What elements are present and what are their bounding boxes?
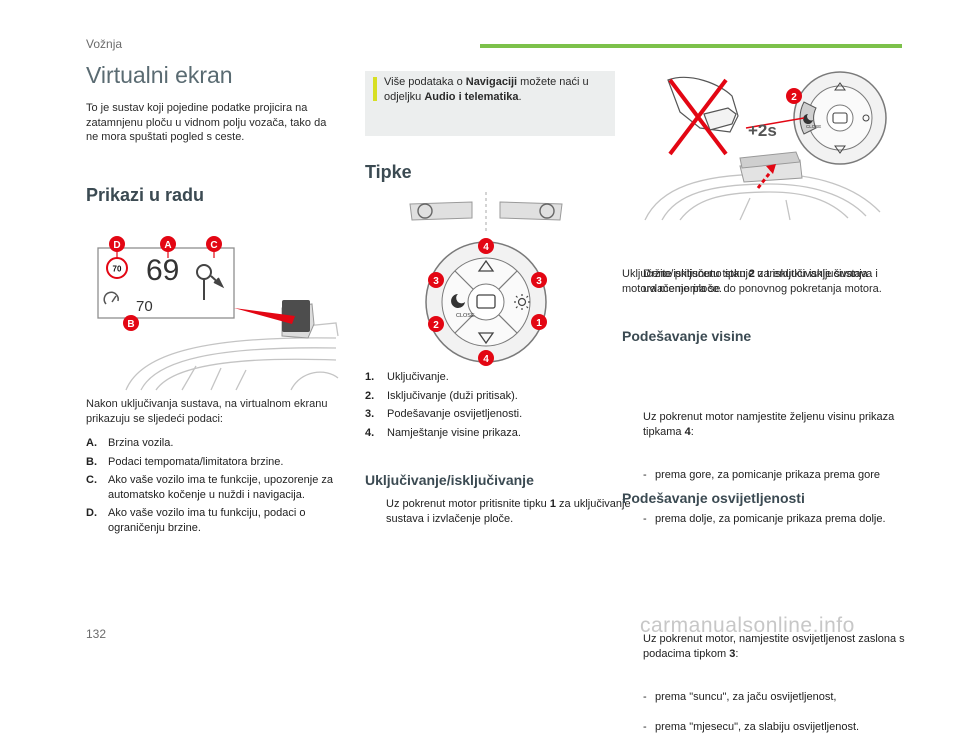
list-item-text: Namještanje visine prikaza. — [387, 427, 521, 439]
page-title: Virtualni ekran — [86, 62, 233, 89]
on-instruction: Uz pokrenut motor pritisnite tipku 1 za … — [365, 497, 636, 526]
list-item-text: Podaci tempomata/limitatora brzine. — [108, 456, 283, 468]
svg-text:D: D — [113, 240, 120, 251]
list-item-text: Ako vaše vozilo ima tu funkciju, podaci … — [108, 507, 306, 534]
brightness-option-moon: -prema "mjesecu", za slabiju osvijetljen… — [622, 720, 925, 734]
svg-text:2: 2 — [791, 92, 797, 103]
hud-display-figure: 70 69 70 D A C B — [86, 228, 344, 394]
memory-note: Uključeno/isključeno stanje u trenutku i… — [622, 267, 892, 296]
list-item-key: 3. — [365, 407, 374, 422]
svg-text:4: 4 — [483, 242, 489, 253]
brightness-option-sun: -prema "suncu", za jaču osvijetljenost, — [622, 690, 925, 705]
list-item-key: D. — [86, 506, 97, 521]
rearview-mirrors — [410, 192, 562, 232]
callout-c: C — [206, 236, 222, 252]
list-item: 1. Uključivanje. — [365, 370, 615, 385]
list-item-key: A. — [86, 436, 97, 451]
callout-b: B — [123, 315, 139, 331]
svg-text:A: A — [164, 240, 171, 251]
intro-text: To je sustav koji pojedine podatke proji… — [86, 101, 341, 145]
height-option-down: -prema dolje, za pomicanje prikaza prema… — [622, 512, 925, 527]
heading-displays: Prikazi u radu — [86, 185, 204, 206]
svg-text:70: 70 — [113, 265, 122, 274]
svg-text:C: C — [210, 240, 217, 251]
list-item: 2. Isključivanje (duži pritisak). — [365, 389, 615, 404]
callout-4-top: 4 — [478, 238, 494, 254]
svg-text:1: 1 — [536, 318, 542, 329]
list-item: D. Ako vaše vozilo ima tu funkciju, podac… — [86, 506, 341, 535]
list-item: 3. Podešavanje osvijetljenosti. — [365, 407, 615, 422]
displays-description: Nakon uključivanja sustava, na virtualno… — [86, 397, 341, 426]
watermark: carmanualsonline.info — [640, 614, 855, 638]
callout-4-bottom: 4 — [478, 350, 494, 366]
info-text: Više podataka o Navigaciji možete naći u… — [384, 75, 609, 104]
list-item-text: Uključivanje. — [387, 371, 449, 383]
list-item-text: Brzina vozila. — [108, 437, 173, 449]
speed-value: 69 — [146, 254, 179, 287]
section-color-bar — [480, 44, 902, 48]
height-instruction: Uz pokrenut motor namjestite željenu vis… — [622, 410, 913, 439]
svg-text:4: 4 — [483, 354, 489, 365]
callout-2: 2 — [786, 88, 802, 104]
callout-3-left: 3 — [428, 272, 444, 288]
close-label: CLOSE — [806, 124, 821, 129]
list-item: C. Ako vaše vozilo ima te funkcije, upozo… — [86, 473, 341, 502]
callout-a: A — [160, 236, 176, 252]
list-item-key: C. — [86, 473, 97, 488]
link-audio: Audio i telematika — [424, 91, 518, 103]
list-item-key: 2. — [365, 389, 374, 404]
callout-1: 1 — [531, 314, 547, 330]
off-procedure-figure: CLOSE +2s 2 — [640, 70, 890, 226]
svg-text:2: 2 — [433, 320, 439, 331]
list-item: B. Podaci tempomata/limitatora brzine. — [86, 455, 341, 470]
callout-2: 2 — [428, 316, 444, 332]
info-icon — [373, 77, 377, 101]
displays-list: A. Brzina vozila. B. Podaci tempomata/limi… — [86, 436, 341, 539]
buttons-list: 1. Uključivanje. 2. Isključivanje (duži pr… — [365, 370, 615, 444]
list-item-text: Isključivanje (duži pritisak). — [387, 390, 518, 402]
list-item: A. Brzina vozila. — [86, 436, 341, 451]
list-item-key: B. — [86, 455, 97, 470]
heading-brightness: Podešavanje osvijetljenosti — [622, 490, 805, 506]
callout-3-right: 3 — [531, 272, 547, 288]
list-item: 4. Namještanje visine prikaza. — [365, 426, 615, 441]
height-option-up: -prema gore, za pomicanje prikaza prema … — [622, 468, 925, 483]
hold-duration-label: +2s — [748, 121, 777, 140]
section-label: Vožnja — [86, 37, 122, 51]
controls-figure: CLOSE 4 3 3 2 1 4 — [400, 192, 580, 366]
heading-buttons: Tipke — [365, 162, 412, 183]
list-item-text: Ako vaše vozilo ima te funkcije, upozore… — [108, 474, 333, 501]
page-number: 132 — [86, 627, 106, 641]
cruise-speed-value: 70 — [136, 298, 153, 315]
svg-text:B: B — [127, 319, 134, 330]
svg-text:3: 3 — [536, 276, 542, 287]
speed-limit-sign: 70 — [107, 258, 127, 278]
list-item-key: 4. — [365, 426, 374, 441]
list-item-text: Podešavanje osvijetljenosti. — [387, 408, 522, 420]
list-item-key: 1. — [365, 370, 374, 385]
link-navigation: Navigaciji — [466, 76, 517, 88]
heading-on-off: Uključivanje/isključivanje — [365, 472, 534, 488]
callout-d: D — [109, 236, 125, 252]
heading-height: Podešavanje visine — [622, 328, 751, 344]
close-label: CLOSE — [456, 313, 475, 319]
svg-text:3: 3 — [433, 276, 439, 287]
